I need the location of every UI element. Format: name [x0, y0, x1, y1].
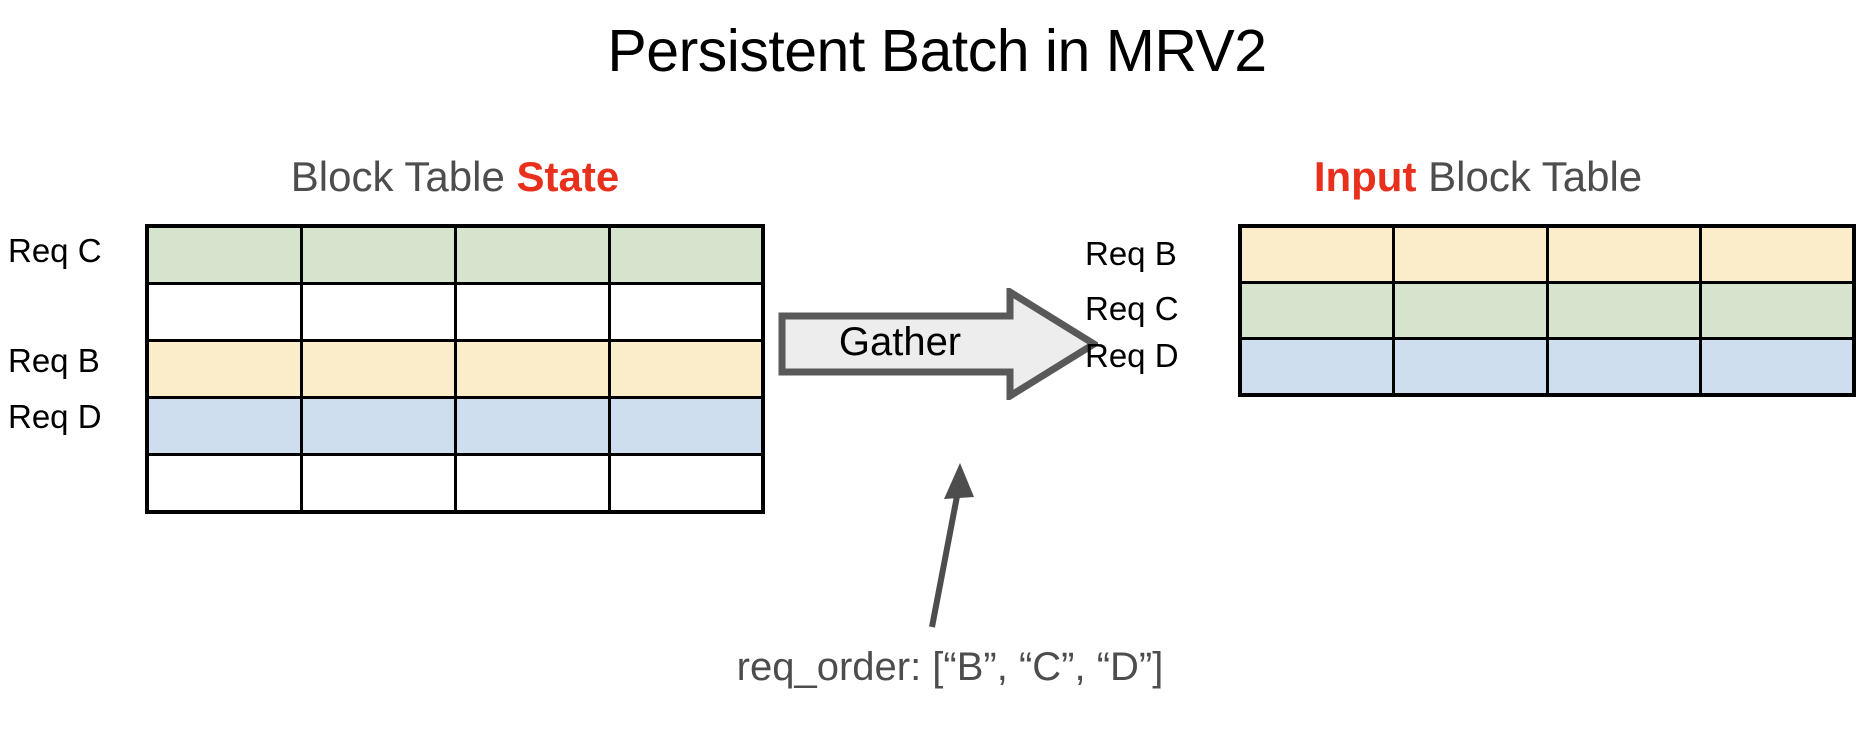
- table-cell: [1699, 337, 1856, 397]
- input-block-table: [1238, 224, 1856, 397]
- table-cell: [607, 453, 765, 514]
- left-row-label-req-c: Req C: [8, 232, 102, 269]
- table-row: [1238, 281, 1856, 340]
- table-row: [145, 339, 765, 399]
- table-cell: [453, 224, 611, 285]
- table-cell: [607, 224, 765, 285]
- pointer-head: [944, 463, 974, 499]
- table-cell: [145, 282, 303, 342]
- req-order-pointer-arrow-icon: [929, 463, 974, 628]
- table-cell: [453, 282, 611, 342]
- req-order-caption: req_order: [“B”, “C”, “D”]: [736, 645, 1164, 689]
- table-cell: [453, 396, 611, 456]
- table-row: [1238, 337, 1856, 397]
- table-cell: [299, 453, 457, 514]
- right-panel-heading: Input Block Table: [1100, 152, 1856, 202]
- block-table-state: [145, 224, 765, 514]
- table-cell: [1545, 281, 1702, 340]
- table-cell: [299, 224, 457, 285]
- table-cell: [453, 453, 611, 514]
- table-cell: [145, 339, 303, 399]
- table-cell: [1545, 337, 1702, 397]
- table-row: [145, 396, 765, 456]
- left-panel-heading: Block Table State: [145, 152, 765, 202]
- table-cell: [299, 282, 457, 342]
- table-cell: [1392, 224, 1549, 284]
- table-cell: [1699, 224, 1856, 284]
- table-cell: [145, 396, 303, 456]
- left-table-body: [145, 224, 765, 514]
- table-cell: [299, 396, 457, 456]
- table-cell: [1392, 337, 1549, 397]
- right-heading-accent: Input: [1313, 153, 1417, 200]
- page-title: Persistent Batch in MRV2: [607, 18, 1267, 84]
- table-row: [145, 282, 765, 342]
- left-row-label-req-d: Req D: [8, 398, 102, 435]
- gather-arrow-polygon: [778, 288, 1098, 400]
- table-cell: [145, 453, 303, 514]
- right-row-label-req-c: Req C: [1085, 290, 1179, 327]
- table-cell: [1238, 224, 1395, 284]
- pointer-shaft: [929, 490, 961, 628]
- left-heading-accent: State: [516, 153, 620, 200]
- table-cell: [607, 339, 765, 399]
- table-cell: [1238, 281, 1395, 340]
- right-row-label-req-b: Req B: [1085, 235, 1177, 272]
- table-row: [145, 453, 765, 514]
- table-cell: [453, 339, 611, 399]
- table-cell: [1238, 337, 1395, 397]
- table-row: [1238, 224, 1856, 284]
- table-row: [145, 224, 765, 285]
- right-row-label-req-d: Req D: [1085, 337, 1179, 374]
- left-row-label-req-b: Req B: [8, 342, 100, 379]
- table-cell: [1699, 281, 1856, 340]
- table-cell: [1392, 281, 1549, 340]
- right-table-body: [1238, 224, 1856, 397]
- left-heading-prefix: Block Table: [290, 153, 517, 200]
- table-cell: [145, 224, 303, 285]
- table-cell: [299, 339, 457, 399]
- right-heading-suffix: Block Table: [1416, 153, 1643, 200]
- gather-arrow-shape: [778, 288, 1098, 400]
- table-cell: [607, 282, 765, 342]
- table-cell: [607, 396, 765, 456]
- table-cell: [1545, 224, 1702, 284]
